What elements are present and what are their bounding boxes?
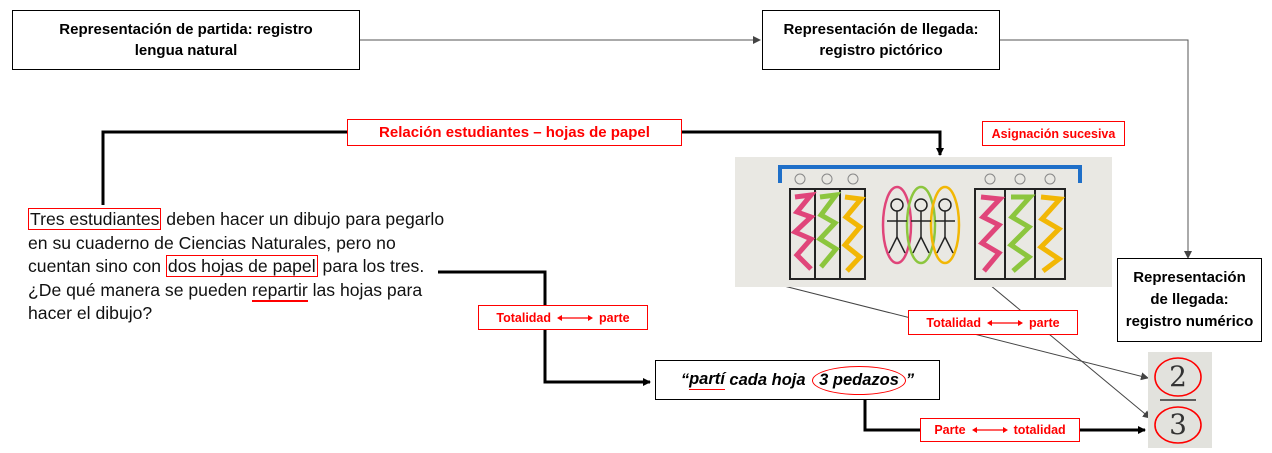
stick-figures-group xyxy=(881,185,961,265)
fraction-photo: 2 3 xyxy=(1148,352,1212,448)
numeric-representation-box: Representación de llegada: registro numé… xyxy=(1117,258,1262,342)
part-whole-right: totalidad xyxy=(1013,423,1066,437)
statement-text-3: las hojas para hacer el dibujo? xyxy=(28,279,423,324)
double-arrow-icon xyxy=(971,426,1008,434)
right-sheet-drawing xyxy=(974,173,1066,280)
blue-bracket xyxy=(778,165,1082,183)
student-quote-box: “partí cada hoja 3 pedazos” xyxy=(655,360,940,400)
quote-circled-pieces: 3 pedazos xyxy=(812,365,906,395)
pictorial-representation-line2: registro pictórico xyxy=(819,42,943,59)
problem-statement: Tres estudiantes deben hacer un dibujo p… xyxy=(28,208,458,326)
start-representation-line2: lengua natural xyxy=(134,42,238,59)
whole-part-label-1: Totalidad parte xyxy=(478,305,648,330)
start-representation-box: Representación de partida: registro leng… xyxy=(12,10,360,70)
whole-part-1-left: Totalidad xyxy=(496,310,552,325)
fraction-numerator: 2 xyxy=(1169,360,1187,393)
statement-text-2: para los tres. ¿De qué manera se pueden xyxy=(28,256,425,300)
assignment-label-text: Asignación sucesiva xyxy=(991,126,1116,141)
whole-part-2-left: Totalidad xyxy=(926,315,982,330)
start-representation-line1: Representación de partida: registro xyxy=(59,21,313,38)
quote-middle: cada hoja xyxy=(724,370,811,389)
pictorial-representation-box: Representación de llegada: registro pict… xyxy=(762,10,1000,70)
statement-text-1: deben hacer un dibujo para pegarlo en su… xyxy=(28,209,445,276)
arrow-picto-to-numeric xyxy=(1000,39,1192,259)
quote-underlined-word: partí xyxy=(689,370,725,390)
underlined-share: repartir xyxy=(251,279,308,302)
double-arrow-icon xyxy=(987,319,1024,327)
quote-open: “ xyxy=(680,370,690,389)
double-arrow-icon xyxy=(557,314,594,322)
quote-close: ” xyxy=(905,370,915,389)
assignment-label: Asignación sucesiva xyxy=(982,121,1125,146)
numeric-representation-line3: registro numérico xyxy=(1125,313,1254,330)
highlight-students: Tres estudiantes xyxy=(28,208,162,230)
numeric-representation-line2: de llegada: xyxy=(1150,291,1229,308)
whole-part-label-2: Totalidad parte xyxy=(908,310,1078,335)
highlight-paper-sheets: dos hojas de papel xyxy=(165,255,318,277)
pictorial-representation-line1: Representación de llegada: xyxy=(783,21,979,38)
whole-part-2-right: parte xyxy=(1029,315,1060,330)
part-whole-left: Parte xyxy=(934,423,966,437)
arrow-picto-to-denominator xyxy=(989,284,1151,419)
relation-label-text: Relación estudiantes – hojas de papel xyxy=(379,124,650,141)
pictorial-drawing-photo xyxy=(735,157,1112,287)
fraction-marks xyxy=(1154,357,1202,444)
fraction-denominator: 3 xyxy=(1169,408,1187,441)
left-sheet-drawing xyxy=(789,173,866,280)
relation-label: Relación estudiantes – hojas de papel xyxy=(347,119,682,146)
part-whole-label: Parte totalidad xyxy=(920,418,1080,442)
whole-part-1-right: parte xyxy=(599,310,630,325)
numeric-representation-line1: Representación xyxy=(1133,269,1246,286)
